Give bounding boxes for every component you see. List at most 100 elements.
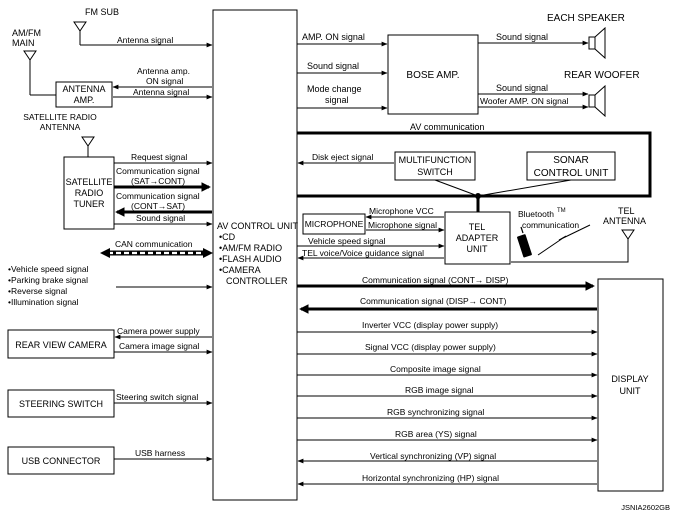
each-speaker-label: EACH SPEAKER [547,13,625,24]
camera-power-label: Camera power supply [117,326,200,336]
steering-switch-signal-label: Steering switch signal [116,392,198,402]
rear-view-camera-box [7,329,115,359]
sound-signal-speaker-label: Sound signal [496,32,548,42]
av-control-unit-box [212,9,298,501]
av-unit-line-1: AV CONTROL UNIT [217,221,299,231]
av-communication-label: AV communication [410,122,484,132]
hsync-label: Horizontal synchronizing (HP) signal [362,473,499,483]
comm-cont-sat-label-1: Communication signal [116,191,200,201]
bluetooth-tm-label: TM [557,208,566,214]
inverter-vcc-label: Inverter VCC (display power supply) [362,320,498,330]
tel-adapter-unit-box [444,211,511,265]
antenna-amp-label-1: ANTENNA [62,84,105,94]
woofer-icon [588,84,606,118]
display-unit-label-1: DISPLAY [611,374,648,384]
multifunction-switch-box [394,151,476,181]
left-input-1: •Vehicle speed signal [8,264,89,274]
av-unit-line-4: •FLASH AUDIO [219,254,282,264]
display-unit-box [597,278,664,492]
tel-adapter-label-3: UNIT [467,244,488,254]
left-input-3: •Reverse signal [8,286,67,296]
am-fm-main-antenna-icon [23,50,56,96]
am-fm-main-label-2: MAIN [12,38,35,48]
wireless-zigzag-icon [537,224,591,256]
multifunction-label-2: SWITCH [417,167,453,177]
usb-connector-label: USB CONNECTOR [22,456,101,466]
tel-antenna-icon [511,229,635,263]
sat-tuner-label-3: TUNER [74,199,105,209]
can-bus-line [100,248,213,258]
camera-image-label: Camera image signal [119,341,199,351]
comm-sat-cont-label-1: Communication signal [116,166,200,176]
tel-adapter-label-2: ADAPTER [456,233,499,243]
sound-signal-sat-label: Sound signal [136,213,185,223]
antenna-amp-on-label-1: Antenna amp. [137,66,190,76]
mobile-phone-icon [517,226,532,258]
usb-harness-label: USB harness [135,448,185,458]
sound-signal-woofer-label: Sound signal [496,83,548,93]
mode-change-label-2: signal [325,95,349,105]
tel-antenna-label-1: TEL [618,206,635,216]
tel-bus-connection [434,179,572,212]
satellite-antenna-icon [81,136,95,157]
vehicle-speed-label: Vehicle speed signal [308,236,386,246]
bose-amp-label: BOSE AMP. [406,70,459,81]
figure-id: JSNIA2602GB [621,503,670,512]
antenna-amp-label-2: AMP. [74,95,95,105]
microphone-label: MICROPHONE [305,219,364,229]
request-signal-label: Request signal [131,152,187,162]
display-unit-label-2: UNIT [620,386,641,396]
microphone-signal-label: Microphone signal [368,220,437,230]
comm-cont-disp-label: Communication signal (CONT→ DISP) [362,275,509,285]
bose-amp-box [387,34,479,115]
comm-cont-sat-label-2: (CONT→SAT) [131,201,185,211]
rgb-sync-label: RGB synchronizing signal [387,407,484,417]
tel-adapter-label-1: TEL [469,222,486,232]
composite-label: Composite image signal [390,364,481,374]
fm-sub-label: FM SUB [85,7,119,17]
sat-antenna-label-2: ANTENNA [40,122,81,132]
av-unit-line-5: •CAMERA [219,265,261,275]
bluetooth-label-1: Bluetooth [518,209,554,219]
amp-on-label: AMP. ON signal [302,32,365,42]
antenna-amp-box [55,81,113,108]
rgb-area-label: RGB area (YS) signal [395,429,477,439]
satellite-radio-tuner-box [63,156,115,230]
left-input-4: •Illumination signal [8,297,79,307]
rear-woofer-label: REAR WOOFER [564,70,640,81]
tel-antenna-label-2: ANTENNA [603,216,646,226]
sonar-control-unit-box [526,151,616,181]
antenna-signal-fm-label: Antenna signal [117,35,173,45]
sat-antenna-label-1: SATELLITE RADIO [23,112,97,122]
av-unit-line-6: CONTROLLER [226,276,288,286]
rear-view-camera-label: REAR VIEW CAMERA [15,340,107,350]
sonar-label-1: SONAR [553,155,589,166]
disk-eject-label: Disk eject signal [312,152,374,162]
sonar-label-2: CONTROL UNIT [534,168,609,179]
multifunction-label-1: MULTIFUNCTION [399,155,472,165]
signal-vcc-label: Signal VCC (display power supply) [365,342,496,352]
steering-switch-box [7,389,115,418]
sound-signal-amp-label: Sound signal [307,61,359,71]
usb-connector-box [7,446,115,475]
antenna-amp-on-label-2: ON signal [146,76,183,86]
antenna-signal-am-label: Antenna signal [133,87,189,97]
av-communication-bus [297,131,652,198]
vsync-label: Vertical synchronizing (VP) signal [370,451,496,461]
sat-tuner-label-1: SATELLITE [66,177,113,187]
comm-sat-cont-label-2: (SAT→CONT) [131,176,185,186]
woofer-amp-on-label: Woofer AMP. ON signal [480,96,569,106]
bluetooth-label-2: communication [522,220,579,230]
can-communication-label: CAN communication [115,239,193,249]
mode-change-label-1: Mode change [307,84,362,94]
av-unit-line-3: •AM/FM RADIO [219,243,282,253]
left-input-2: •Parking brake signal [8,275,88,285]
sat-tuner-label-2: RADIO [75,188,104,198]
microphone-vcc-label: Microphone VCC [369,206,434,216]
speaker-icon [588,26,606,60]
av-unit-line-2: •CD [219,232,236,242]
rgb-image-label: RGB image signal [405,385,474,395]
am-fm-main-label-1: AM/FM [12,28,41,38]
